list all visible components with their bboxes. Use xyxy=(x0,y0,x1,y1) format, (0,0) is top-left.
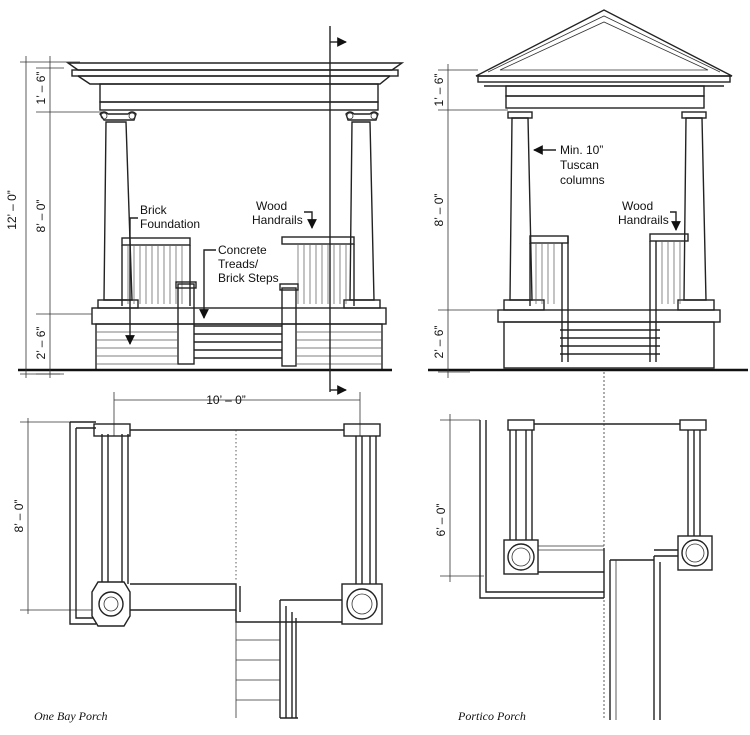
portico-porch-plan: 6’ – 0” Portico Po xyxy=(434,414,713,723)
dim-plan-depth: 8’ – 0” xyxy=(12,500,26,533)
left-elevation-dimensions xyxy=(20,56,102,378)
dim-portico-foundation: 2’ – 6” xyxy=(432,326,446,359)
left-handrail xyxy=(121,237,197,365)
one-bay-porch-elevation: 12’ – 0” 1’ – 6” 8’ – 0” 2’ – 6” Brick F… xyxy=(5,26,405,395)
dim-column-height: 8’ – 0” xyxy=(34,200,48,233)
label-treads: Treads/ xyxy=(218,257,259,271)
label-handrails-left: Handrails xyxy=(252,213,303,227)
dim-entablature: 1’ – 6” xyxy=(34,72,48,105)
left-tuscan-column xyxy=(503,111,545,311)
dim-plan-width: 10’ – 0” xyxy=(206,393,246,407)
right-portico-handrail xyxy=(649,233,689,362)
dim-portico-depth: 6’ – 0” xyxy=(434,504,448,537)
label-foundation: Foundation xyxy=(140,217,200,231)
label-concrete: Concrete xyxy=(218,243,267,257)
brick-steps xyxy=(194,325,282,359)
left-column xyxy=(97,111,139,309)
label-wood-right: Wood xyxy=(622,199,653,213)
right-handrail xyxy=(279,236,355,367)
leader-wood-left xyxy=(304,211,317,229)
dim-foundation: 2’ – 6” xyxy=(34,327,48,360)
brick-foundation xyxy=(91,307,387,371)
leader-wood-right xyxy=(670,211,681,231)
caption-one-bay-porch: One Bay Porch xyxy=(34,709,108,723)
plan-square-column-base xyxy=(341,583,383,625)
portico-porch-elevation: 1’ – 6” 8’ – 0” 2’ – 6” Min. 10” Tuscan … xyxy=(428,9,748,720)
label-tuscan: Tuscan xyxy=(560,158,599,172)
label-min-10: Min. 10” xyxy=(560,143,603,157)
label-handrails-right: Handrails xyxy=(618,213,669,227)
label-brick-steps: Brick Steps xyxy=(218,271,279,285)
pediment xyxy=(475,9,733,109)
portico-foundation xyxy=(497,309,721,369)
plan-ionic-column-base xyxy=(91,581,131,627)
label-wood-left: Wood xyxy=(256,199,287,213)
dim-overall-height: 12’ – 0” xyxy=(5,190,19,230)
right-column xyxy=(343,111,381,309)
label-brick: Brick xyxy=(140,203,168,217)
entablature xyxy=(65,62,405,111)
leader-brick xyxy=(125,217,138,345)
right-elevation-dimensions xyxy=(438,64,508,378)
dim-portico-column-height: 8’ – 0” xyxy=(432,194,446,227)
plan-portico-left-column-base xyxy=(503,539,539,575)
right-tuscan-column xyxy=(677,111,715,311)
leader-concrete xyxy=(199,249,216,319)
left-portico-handrail xyxy=(529,235,569,362)
plan-portico-right-column-base xyxy=(677,535,713,571)
caption-portico-porch: Portico Porch xyxy=(457,709,526,723)
dim-portico-entablature: 1’ – 6” xyxy=(432,74,446,107)
section-cut-marker xyxy=(329,26,347,395)
label-columns: columns xyxy=(560,173,605,187)
one-bay-porch-plan: 10’ – 0” 8’ – 0” xyxy=(12,392,383,723)
